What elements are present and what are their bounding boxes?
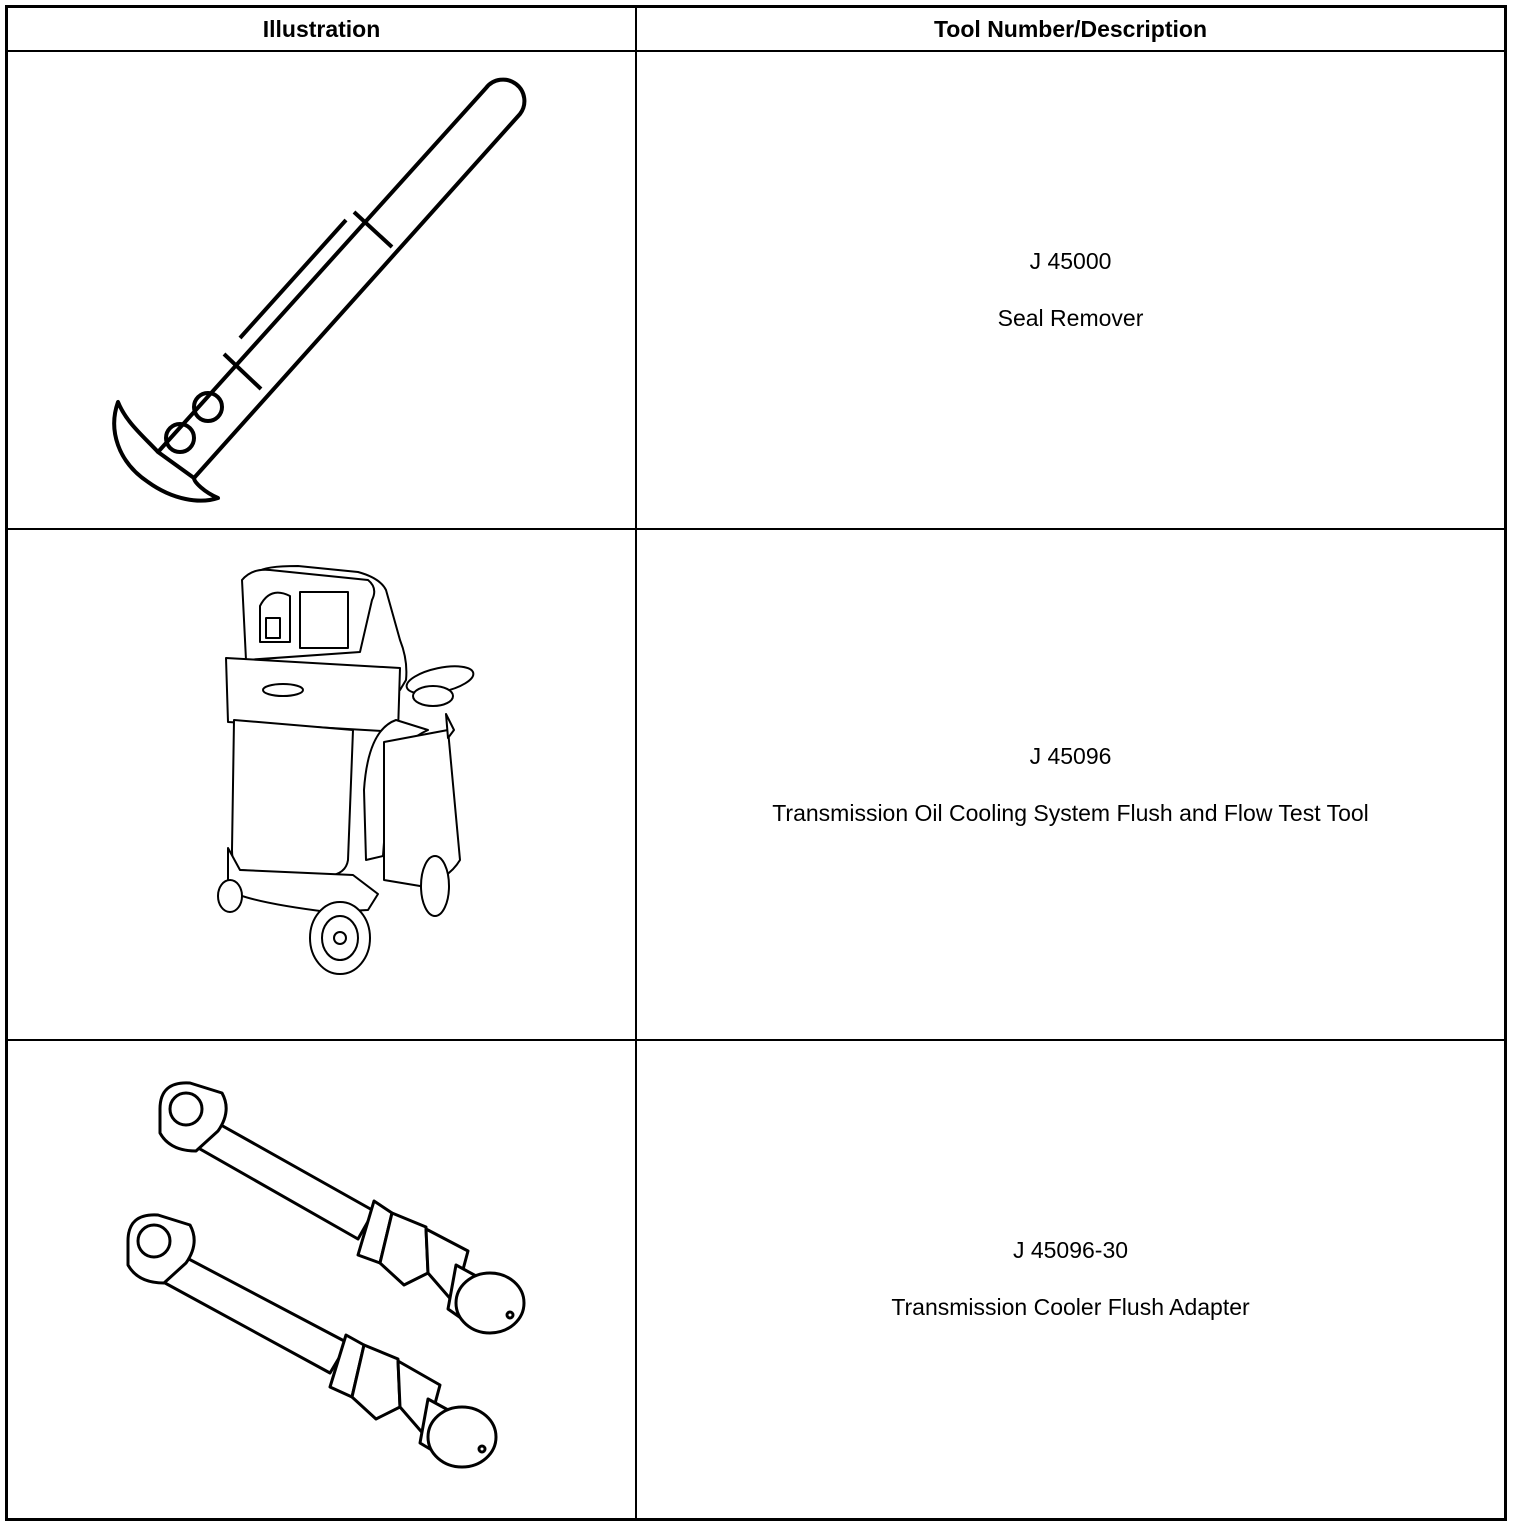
illustration-cell [8, 530, 635, 1039]
column-divider [635, 8, 637, 1518]
row-divider [8, 1039, 1504, 1041]
tool-number: J 45096 [1029, 742, 1112, 769]
tool-number: J 45096-30 [1012, 1236, 1129, 1263]
tool-description: Transmission Cooler Flush Adapter [891, 1293, 1250, 1320]
tool-number: J 45000 [1029, 248, 1112, 274]
tool-cell: J 45096-30 Transmission Cooler Flush Ada… [637, 1041, 1504, 1516]
tool-description: Seal Remover [997, 305, 1144, 331]
header-divider [8, 50, 1504, 52]
illustration-cell [8, 1041, 635, 1516]
tool-cell: J 45000 Seal Remover [637, 52, 1504, 528]
tool-cell: J 45096 Transmission Oil Cooling System … [637, 530, 1504, 1039]
tool-description: Transmission Oil Cooling System Flush an… [772, 799, 1369, 826]
illustration-cell [8, 52, 635, 528]
header-tool-description: Tool Number/Description [933, 15, 1208, 42]
flush-adapter-icon [126, 1081, 526, 1469]
seal-remover-icon [112, 77, 527, 503]
header-illustration: Illustration [262, 15, 381, 42]
row-divider [8, 528, 1504, 530]
flush-cart-icon [217, 565, 475, 975]
tools-table: Illustration Tool Number/Description J 4… [5, 5, 1507, 1521]
